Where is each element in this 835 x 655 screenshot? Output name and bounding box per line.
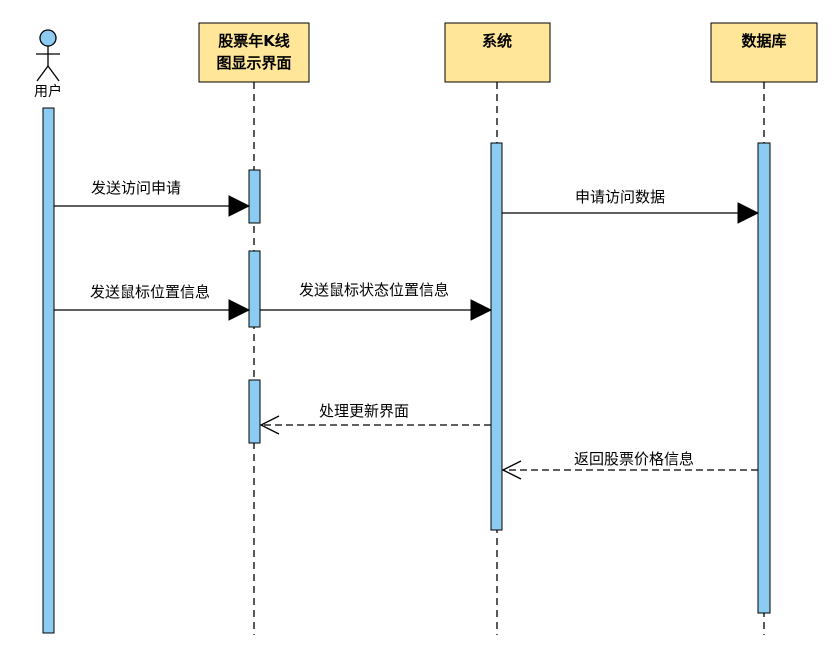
participant-box-database bbox=[710, 22, 818, 83]
message-send-access-request: 发送访问申请 bbox=[54, 179, 251, 217]
activation-ui-3 bbox=[248, 379, 261, 444]
message-label: 处理更新界面 bbox=[319, 402, 409, 420]
message-send-mouse-position: 发送鼠标位置信息 bbox=[54, 283, 251, 321]
actor-head-icon bbox=[39, 29, 57, 47]
arrow-filled-icon bbox=[737, 202, 760, 224]
participant-box-system bbox=[444, 22, 551, 83]
activation-ui-1 bbox=[248, 169, 261, 224]
arrow-open-icon bbox=[501, 460, 522, 480]
message-return-price: 返回股票价格信息 bbox=[501, 450, 758, 480]
arrow-open-icon bbox=[259, 415, 280, 435]
message-label: 申请访问数据 bbox=[575, 188, 665, 206]
message-update-ui: 处理更新界面 bbox=[259, 402, 491, 435]
message-request-data: 申请访问数据 bbox=[502, 188, 760, 224]
arrow-filled-icon bbox=[228, 195, 251, 217]
actor-label: 用户 bbox=[34, 83, 62, 100]
arrow-filled-icon bbox=[228, 299, 251, 321]
participant-system: 系统 bbox=[444, 22, 551, 83]
participant-ui: 股票年K线 图显示界面 bbox=[198, 22, 310, 83]
message-send-mouse-state: 发送鼠标状态位置信息 bbox=[260, 281, 493, 321]
activation-ui-2 bbox=[248, 250, 261, 328]
message-label: 发送鼠标位置信息 bbox=[90, 283, 210, 301]
actor-leg-right bbox=[47, 65, 60, 82]
participant-database-label: 数据库 bbox=[741, 32, 786, 50]
participant-ui-label-line2: 图显示界面 bbox=[216, 54, 291, 72]
arrow-filled-icon bbox=[470, 299, 493, 321]
actor-user: 用户 bbox=[34, 29, 62, 100]
activation-user bbox=[42, 107, 55, 634]
activation-database bbox=[757, 142, 771, 614]
message-label: 发送访问申请 bbox=[91, 179, 181, 197]
participant-system-label: 系统 bbox=[482, 32, 512, 50]
participant-database: 数据库 bbox=[710, 22, 818, 83]
participant-box-ui bbox=[198, 22, 310, 83]
message-label: 发送鼠标状态位置信息 bbox=[299, 281, 449, 299]
actor-leg-left bbox=[36, 65, 49, 82]
message-label: 返回股票价格信息 bbox=[574, 450, 694, 468]
participant-ui-label-line1: 股票年K线 bbox=[218, 32, 290, 50]
activation-system bbox=[490, 142, 503, 531]
